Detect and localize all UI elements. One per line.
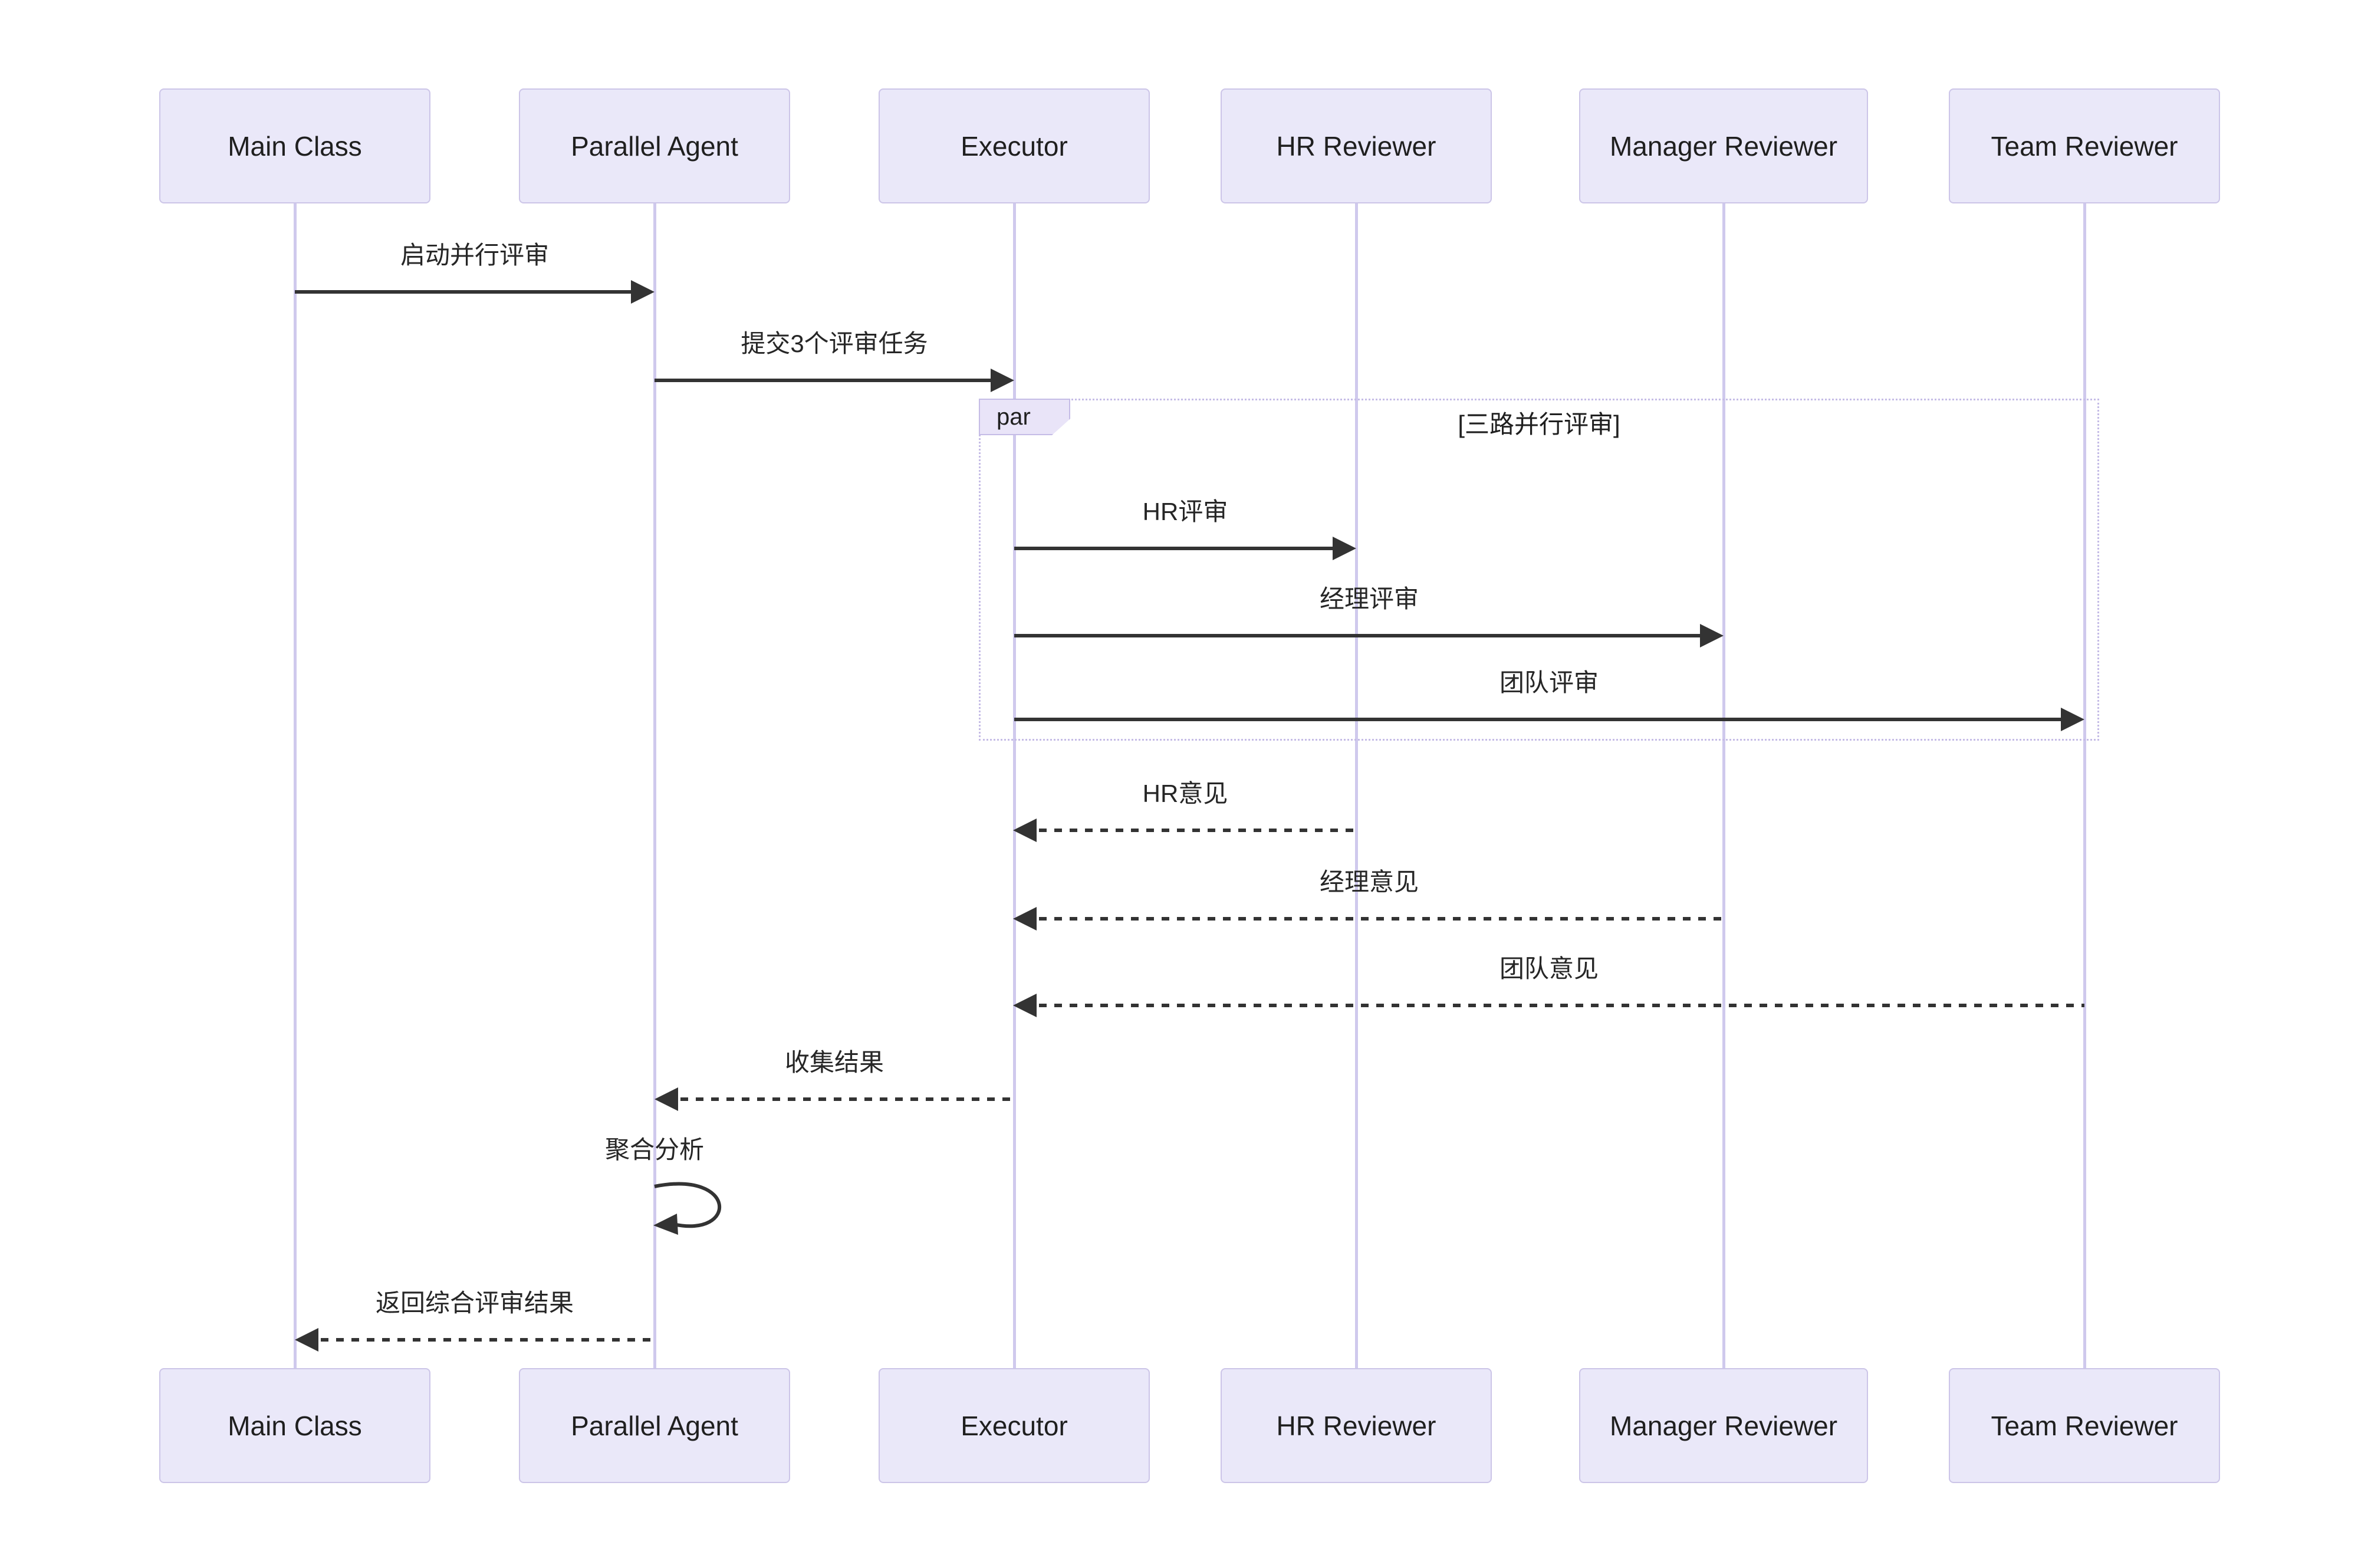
message-line: [1039, 829, 1356, 832]
actor-label: Manager Reviewer: [1609, 1410, 1838, 1441]
arrowhead-right-icon: [991, 369, 1014, 392]
message-line: [321, 1338, 655, 1342]
message-label: HR评审: [1142, 498, 1228, 525]
lifeline-team-reviewer: [2083, 203, 2086, 1368]
par-keyword-tab: par: [979, 399, 1070, 435]
message-line: [1014, 547, 1335, 550]
arrowhead-left-icon: [295, 1328, 318, 1352]
actor-bottom-main-class: Main Class: [159, 1368, 430, 1483]
message-label: 团队评审: [1499, 669, 1599, 696]
actor-label: Team Reviewer: [1991, 130, 2178, 162]
actor-label: Main Class: [228, 130, 362, 162]
arrowhead-left-icon: [1013, 818, 1037, 842]
actor-top-manager-reviewer: Manager Reviewer: [1579, 88, 1868, 203]
message-label: 启动并行评审: [400, 241, 549, 269]
arrowhead-right-icon: [631, 280, 655, 304]
message-label: 提交3个评审任务: [741, 330, 928, 357]
actor-bottom-executor: Executor: [879, 1368, 1150, 1483]
lifeline-main-class: [294, 203, 297, 1368]
message-line: [1039, 917, 1724, 921]
actor-bottom-team-reviewer: Team Reviewer: [1949, 1368, 2220, 1483]
message-label: 经理评审: [1319, 585, 1419, 613]
actor-label: Executor: [961, 130, 1068, 162]
message-label: 团队意见: [1499, 955, 1599, 982]
message-label: HR意见: [1142, 780, 1228, 807]
lifeline-executor: [1013, 203, 1016, 1368]
message-label: 返回综合评审结果: [375, 1289, 574, 1317]
message-line: [680, 1097, 1014, 1101]
message-line: [1014, 718, 2063, 721]
lifeline-manager-reviewer: [1722, 203, 1725, 1368]
actor-label: Team Reviewer: [1991, 1410, 2178, 1441]
actor-top-parallel-agent: Parallel Agent: [519, 88, 790, 203]
par-condition-label: [三路并行评审]: [1458, 410, 1620, 438]
actor-label: HR Reviewer: [1276, 130, 1436, 162]
actor-label: Executor: [961, 1410, 1068, 1441]
actor-top-team-reviewer: Team Reviewer: [1949, 88, 2220, 203]
actor-bottom-parallel-agent: Parallel Agent: [519, 1368, 790, 1483]
actor-label: Manager Reviewer: [1609, 130, 1838, 162]
actor-bottom-hr-reviewer: HR Reviewer: [1221, 1368, 1492, 1483]
message-line: [1039, 1004, 2084, 1007]
arrowhead-left-icon: [1013, 994, 1037, 1017]
arrowhead-right-icon: [1700, 624, 1724, 647]
arrowhead-left-icon: [1013, 907, 1037, 931]
lifeline-parallel-agent: [653, 203, 656, 1368]
message-label: 收集结果: [784, 1048, 884, 1076]
message-label: 经理意见: [1319, 868, 1419, 896]
par-keyword-label: par: [997, 403, 1031, 430]
arrowhead-left-icon: [655, 1087, 678, 1111]
arrowhead-right-icon: [1333, 537, 1356, 560]
arrowhead-right-icon: [2061, 708, 2084, 731]
message-label: 聚合分析: [604, 1136, 704, 1163]
actor-label: HR Reviewer: [1276, 1410, 1436, 1441]
self-loop-arrow-icon: [653, 1182, 722, 1235]
message-line: [655, 379, 993, 382]
message-line: [1014, 634, 1702, 637]
actor-label: Parallel Agent: [571, 130, 738, 162]
message-line: [295, 290, 633, 294]
actor-label: Main Class: [228, 1410, 362, 1441]
actor-top-main-class: Main Class: [159, 88, 430, 203]
actor-top-hr-reviewer: HR Reviewer: [1221, 88, 1492, 203]
actor-top-executor: Executor: [879, 88, 1150, 203]
par-frame: [979, 399, 2099, 741]
actor-label: Parallel Agent: [571, 1410, 738, 1441]
lifeline-hr-reviewer: [1355, 203, 1358, 1368]
actor-bottom-manager-reviewer: Manager Reviewer: [1579, 1368, 1868, 1483]
